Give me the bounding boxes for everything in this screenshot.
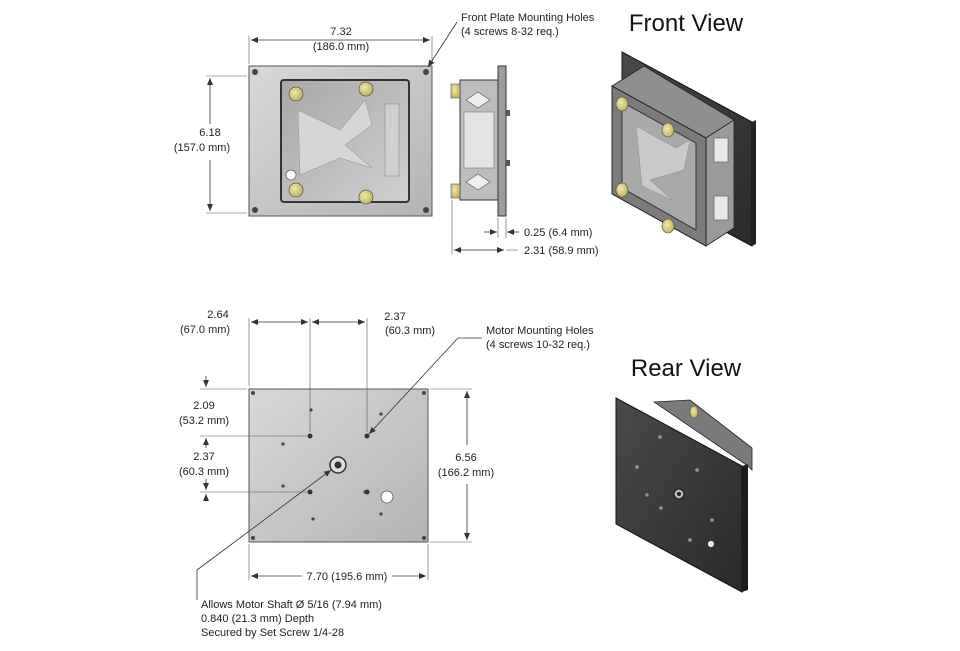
motor-hole-icon [307, 433, 313, 439]
brass-knob-icon [661, 122, 675, 138]
brass-knob-icon [615, 96, 629, 112]
rear-shaft-note-line2: 0.840 (21.3 mm) Depth [201, 613, 314, 625]
rear-offset-x1-mm: (67.0 mm) [180, 324, 230, 336]
rear-motor-note-line2: (4 screws 10-32 req.) [486, 339, 590, 351]
brass-knob-icon [615, 182, 629, 198]
rear-height-mm: (166.2 mm) [438, 467, 494, 479]
rear-orthographic-view: 2.64 (67.0 mm) 2.37 (60.3 mm) Motor Moun… [179, 309, 594, 639]
front-width-in: 7.32 [330, 26, 351, 38]
motor-hole-icon [307, 489, 313, 495]
rear-width: 7.70 (195.6 mm) [307, 571, 388, 583]
front-window-mechanism [297, 99, 373, 176]
side-plate [497, 65, 507, 217]
front-width-mm: (186.0 mm) [313, 41, 369, 53]
front-holes-note-line1: Front Plate Mounting Holes [461, 12, 595, 24]
front-height-mm: (157.0 mm) [174, 142, 230, 154]
rear-offset-y1-in: 2.09 [193, 400, 214, 412]
brass-knob-icon [358, 189, 374, 205]
front-holes-note-line2: (4 screws 8-32 req.) [461, 26, 559, 38]
rear-height-in: 6.56 [455, 452, 476, 464]
side-view: 0.25 (6.4 mm) 2.31 (58.9 mm) [450, 65, 599, 257]
side-overall-depth: 2.31 (58.9 mm) [524, 245, 599, 257]
rear-3d-large-hole-icon [707, 540, 715, 548]
rear-shaft-note-line1: Allows Motor Shaft Ø 5/16 (7.94 mm) [201, 599, 382, 611]
rear-view-title: Rear View [631, 355, 742, 382]
brass-knob-icon [288, 86, 304, 102]
rear-shaft-note-line3: Secured by Set Screw 1/4-28 [201, 627, 344, 639]
corner-screw-icon [252, 69, 258, 75]
front-orthographic-view: 7.32 (186.0 mm) 6.18 (157.0 mm) Front Pl… [174, 12, 595, 217]
motor-hole-icon [364, 433, 370, 439]
brass-knob-icon [450, 83, 461, 99]
rear-offset-y2-in: 2.37 [193, 451, 214, 463]
corner-screw-icon [423, 69, 429, 75]
brass-knob-icon [288, 182, 304, 198]
rear-offset-x1-in: 2.64 [207, 309, 228, 321]
corner-screw-icon [252, 207, 258, 213]
rear-motor-note-line1: Motor Mounting Holes [486, 325, 594, 337]
side-plate-thickness: 0.25 (6.4 mm) [524, 227, 592, 239]
brass-knob-icon [358, 81, 374, 97]
rear-3d-view: Rear View [615, 355, 753, 593]
rear-offset-y2-mm: (60.3 mm) [179, 466, 229, 478]
rear-offset-x2-in: 2.37 [384, 311, 405, 323]
front-window-slot [384, 103, 400, 177]
brass-knob-icon [450, 183, 461, 199]
brass-knob-icon [661, 218, 675, 234]
large-hole-icon [380, 490, 394, 504]
rear-offset-x2-mm: (60.3 mm) [385, 325, 435, 337]
corner-screw-icon [423, 207, 429, 213]
front-3d-view: Front View [611, 10, 756, 247]
rear-offset-y1-mm: (53.2 mm) [179, 415, 229, 427]
front-height-in: 6.18 [199, 127, 220, 139]
front-view-title: Front View [629, 10, 744, 37]
white-hole-icon [285, 169, 297, 181]
